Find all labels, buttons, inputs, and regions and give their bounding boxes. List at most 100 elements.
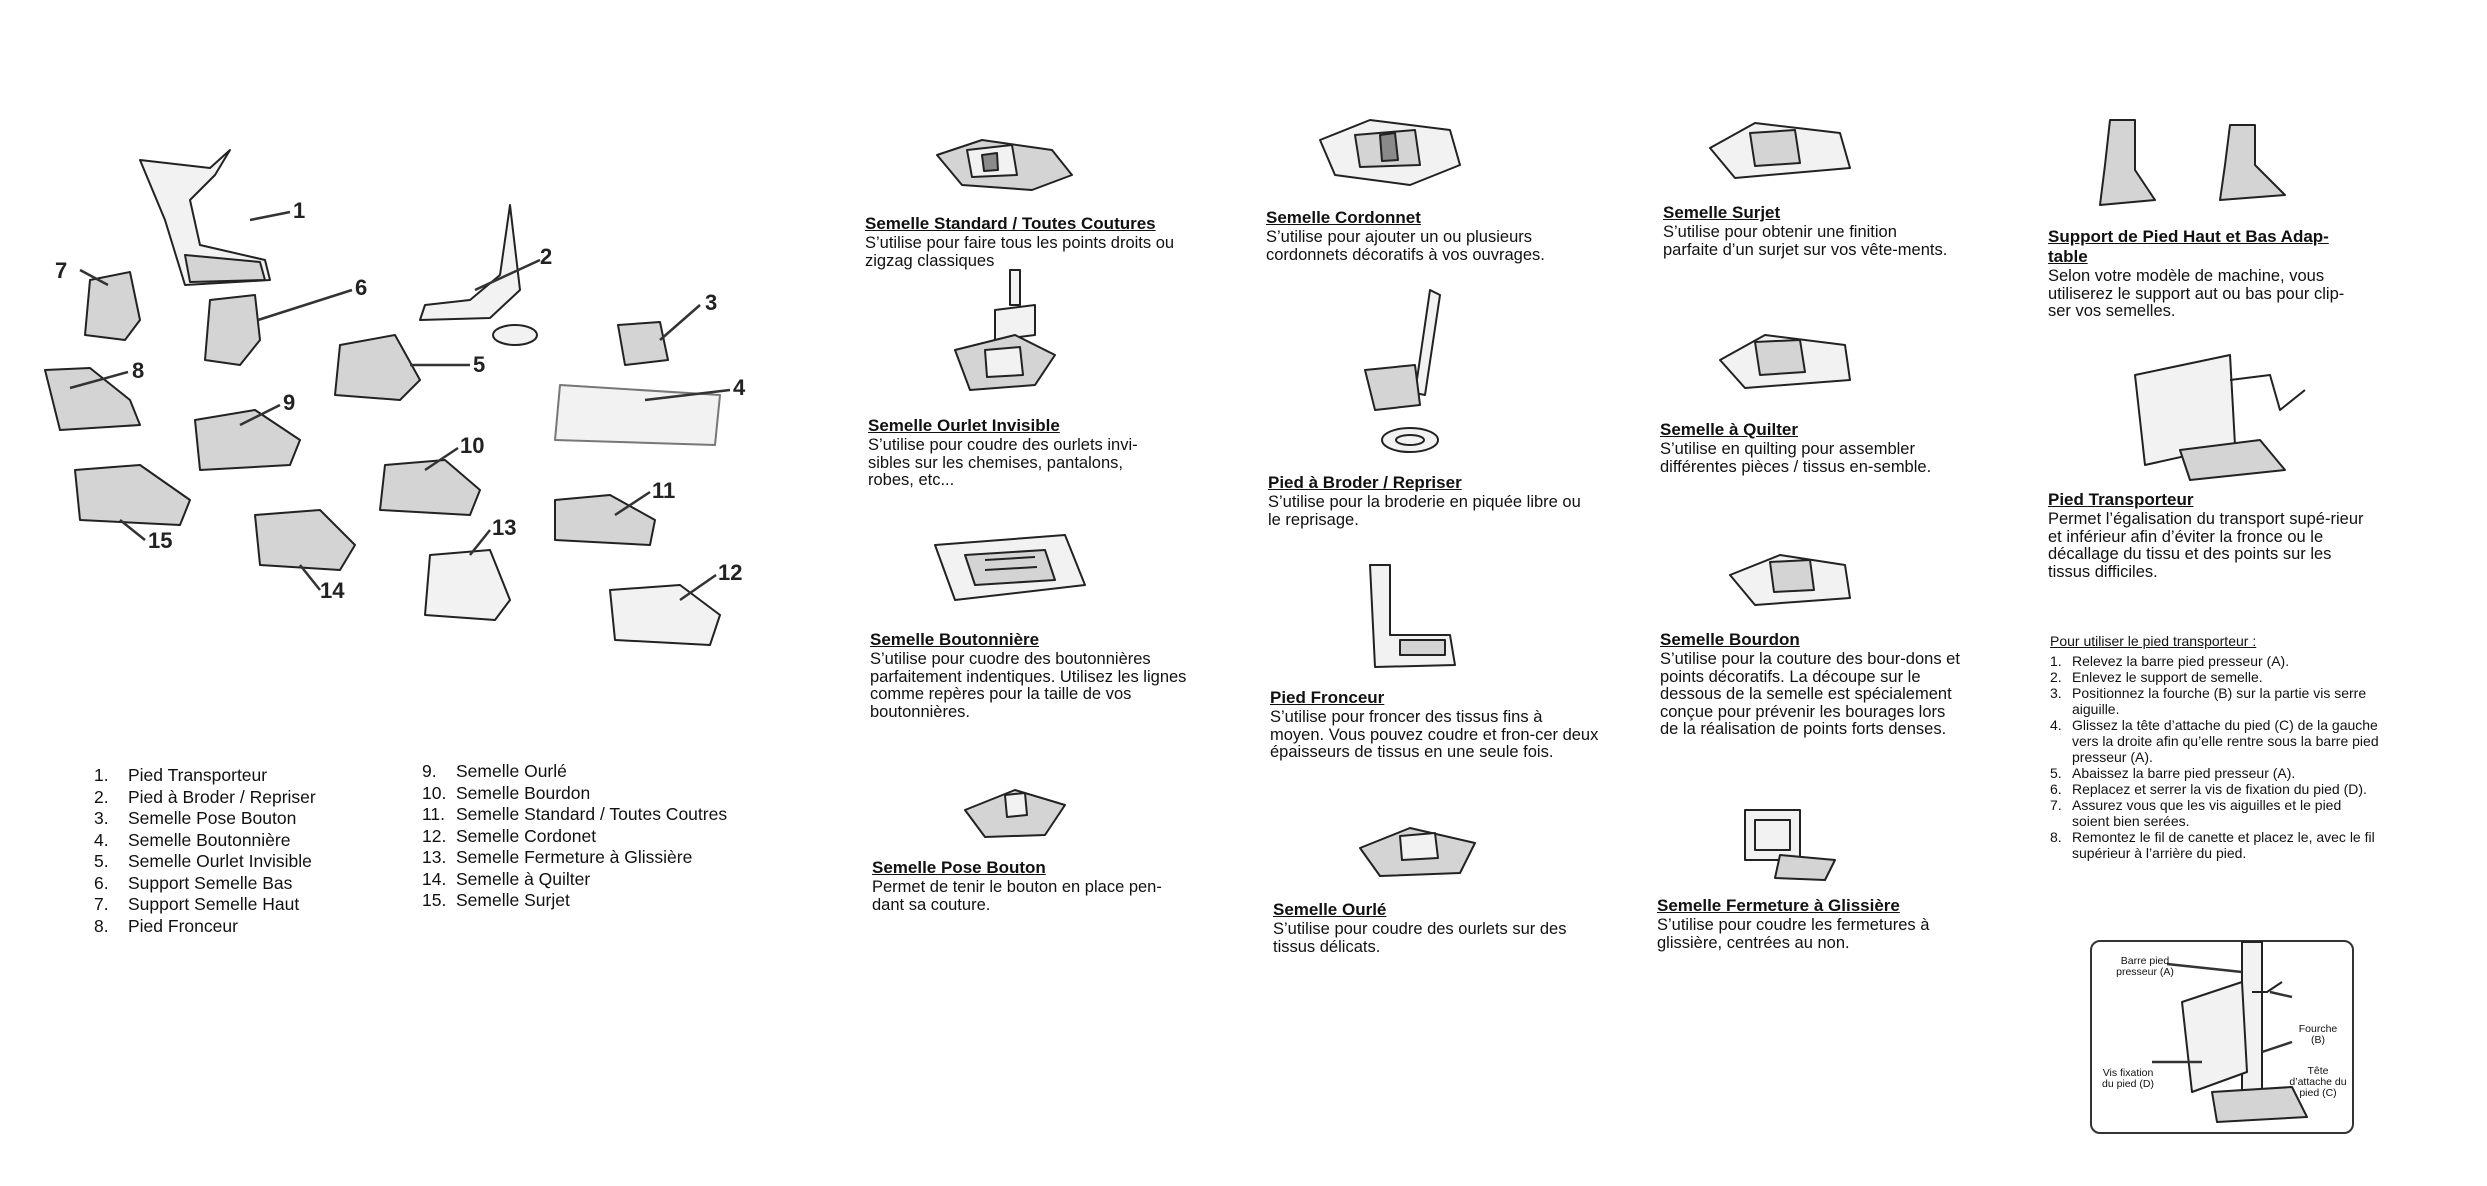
rolled-hem-foot-description: Semelle Ourlé S’utilise pour coudre des … <box>1273 900 1603 956</box>
legend-item: 10.Semelle Bourdon <box>422 782 591 803</box>
gathering-foot-body: S’utilise pour froncer des tissus fins à… <box>1270 708 1599 761</box>
label-fork: Fourche (B) <box>2298 1023 2338 1046</box>
callout-11: 11 <box>652 478 675 503</box>
satin-stitch-foot-title: Semelle Bourdon <box>1660 630 1800 649</box>
cording-foot-description: Semelle Cordonnet S’utilise pour ajouter… <box>1266 208 1596 264</box>
instruction-step: 3.Positionnez la fourche (B) sur la part… <box>2050 685 2367 717</box>
darning-foot-title: Pied à Broder / Repriser <box>1268 473 1462 492</box>
gathering-foot-illustration <box>1369 564 1456 668</box>
button-sewing-foot-title: Semelle Pose Bouton <box>872 858 1046 877</box>
walking-foot-installation-diagram: Barre pied presseur (A) Fourche (B) Tête… <box>2090 940 2354 1134</box>
overcast-foot-description: Semelle Surjet S’utilise pour obtenir un… <box>1663 203 1953 259</box>
legend-item: 11.Semelle Standard / Toutes Coutres <box>422 804 728 824</box>
buttonhole-foot-description: Semelle Boutonnière S’utilise pour cuodr… <box>870 630 1200 721</box>
callout-14: 14 <box>320 578 345 603</box>
callout-4: 4 <box>733 375 746 400</box>
standard-foot-description: Semelle Standard / Toutes Coutures S’uti… <box>865 214 1195 270</box>
walking-foot-illustration <box>2134 354 2306 481</box>
callout-9: 9 <box>283 390 295 415</box>
walking-foot-instructions: Pour utiliser le pied transporteur : 1.R… <box>2050 632 2380 861</box>
feet-assortment-illustration: 1 2 3 4 5 6 7 8 9 10 11 12 13 14 15 <box>44 149 746 646</box>
buttonhole-foot-body: S’utilise pour cuodre des boutonnières p… <box>870 650 1187 721</box>
walking-foot-description: Pied Transporteur Permet l’égalisation d… <box>2048 490 2378 581</box>
legend-item: 9.Semelle Ourlé <box>422 761 567 781</box>
legend-item: 7.Support Semelle Haut <box>94 894 300 914</box>
quilting-foot-description: Semelle à Quilter S’utilise en quilting … <box>1660 420 1960 476</box>
callout-8: 8 <box>132 358 144 383</box>
cording-foot-title: Semelle Cordonnet <box>1266 208 1421 227</box>
overcast-foot-illustration <box>1709 122 1851 179</box>
gathering-foot-title: Pied Fronceur <box>1270 688 1385 707</box>
legend-item: 5.Semelle Ourlet Invisible <box>94 851 312 871</box>
satin-stitch-foot-illustration <box>1729 554 1851 606</box>
callout-13: 13 <box>492 515 516 540</box>
legend-item: 8.Pied Fronceur <box>94 915 238 936</box>
legend-item: 14.Semelle à Quilter <box>422 868 591 889</box>
legend-item: 13.Semelle Fermeture à Glissière <box>422 847 693 867</box>
legend-item: 6.Support Semelle Bas <box>94 872 293 893</box>
legend-item: 15.Semelle Surjet <box>422 890 570 910</box>
overcast-foot-body: S’utilise pour obtenir une finition parf… <box>1663 223 1948 259</box>
callout-5: 5 <box>473 352 485 377</box>
rolled-hem-foot-body: S’utilise pour coudre des ourlets sur de… <box>1273 920 1567 956</box>
callout-6: 6 <box>355 275 367 300</box>
instruction-step: 1.Relevez la barre pied presseur (A). <box>2050 653 2290 669</box>
satin-stitch-foot-description: Semelle Bourdon S’utilise pour la coutur… <box>1660 630 1960 739</box>
callout-10: 10 <box>460 433 484 458</box>
zipper-foot-body: S’utilise pour coudre les fermetures à g… <box>1657 916 1930 952</box>
satin-stitch-foot-body: S’utilise pour la couture des bour-dons … <box>1660 650 1960 738</box>
blind-hem-foot-title: Semelle Ourlet Invisible <box>868 416 1060 435</box>
instruction-step: 5.Abaissez la barre pied presseur (A). <box>2050 765 2296 781</box>
installation-drawing <box>2152 941 2308 1123</box>
instruction-step: 6.Replacez et serrer la vis de fixation … <box>2050 781 2367 797</box>
shank-holders-illustration <box>2099 119 2286 206</box>
walking-foot-title: Pied Transporteur <box>2048 490 2194 509</box>
standard-foot-body: S’utilise pour faire tous les points dro… <box>865 234 1175 270</box>
label-presser-bar: Barre pied presseur (A) <box>2116 955 2174 978</box>
callout-2: 2 <box>540 244 552 269</box>
legend-column-1: 1.Pied Transporteur 2.Pied à Broder / Re… <box>94 765 414 937</box>
button-sewing-foot-body: Permet de tenir le bouton en place pen-d… <box>872 878 1162 914</box>
callout-3: 3 <box>705 290 717 315</box>
shank-holder-title: Support de Pied Haut et Bas Adap-table <box>2048 227 2329 266</box>
shank-holder-description: Support de Pied Haut et Bas Adap-table S… <box>2048 227 2358 321</box>
quilting-foot-body: S’utilise en quilting pour assembler dif… <box>1660 440 1932 476</box>
buttonhole-foot-title: Semelle Boutonnière <box>870 630 1040 649</box>
darning-foot-body: S’utilise pour la broderie en piquée lib… <box>1268 493 1581 529</box>
callout-1: 1 <box>293 198 305 223</box>
blind-hem-foot-body: S’utilise pour coudre des ourlets invi-s… <box>868 436 1138 489</box>
zipper-foot-description: Semelle Fermeture à Glissière S’utilise … <box>1657 896 1987 952</box>
cording-foot-body: S’utilise pour ajouter un ou plusieurs c… <box>1266 228 1545 264</box>
instructions-header: Pour utiliser le pied transporteur : <box>2050 633 2257 649</box>
standard-foot-title: Semelle Standard / Toutes Coutures <box>865 214 1156 233</box>
legend-column-2: 9.Semelle Ourlé 10.Semelle Bourdon 11.Se… <box>422 761 782 912</box>
button-sewing-foot-illustration <box>964 789 1066 838</box>
darning-foot-illustration <box>1364 289 1441 453</box>
instruction-step: 7.Assurez vous que les vis aiguilles et … <box>2050 797 2342 829</box>
callout-7: 7 <box>55 258 67 283</box>
blind-hem-foot-description: Semelle Ourlet Invisible S’utilise pour … <box>868 416 1168 490</box>
quilting-foot-title: Semelle à Quilter <box>1660 420 1798 439</box>
legend-item: 4.Semelle Boutonnière <box>94 829 291 850</box>
legend-item: 2.Pied à Broder / Repriser <box>94 786 316 807</box>
walking-foot-body: Permet l’égalisation du transport supé-r… <box>2048 510 2364 581</box>
callout-12: 12 <box>718 560 742 585</box>
instruction-step: 8.Remontez le fil de canette et placez l… <box>2050 829 2375 861</box>
gathering-foot-description: Pied Fronceur S’utilise pour froncer des… <box>1270 688 1600 762</box>
shank-holder-body: Selon votre modèle de machine, vous util… <box>2048 267 2345 320</box>
blind-hem-foot-illustration <box>954 269 1056 391</box>
standard-foot-illustration <box>936 139 1073 191</box>
cording-foot-illustration <box>1319 119 1461 186</box>
buttonhole-foot-illustration <box>934 534 1086 601</box>
legend-item: 3.Semelle Pose Bouton <box>94 808 297 828</box>
callout-15: 15 <box>148 528 172 553</box>
label-foot-attachment: Tête d’attache du pied (C) <box>2289 1065 2347 1099</box>
zipper-foot-title: Semelle Fermeture à Glissière <box>1657 896 1900 915</box>
legend-item: 1.Pied Transporteur <box>94 765 268 785</box>
darning-foot-description: Pied à Broder / Repriser S’utilise pour … <box>1268 473 1598 529</box>
instruction-step: 2.Enlevez le support de semelle. <box>2050 669 2263 685</box>
label-foot-screw: Vis fixation du pied (D) <box>2102 1067 2154 1090</box>
zipper-foot-illustration <box>1744 809 1836 881</box>
legend-item: 12.Semelle Cordonet <box>422 825 597 846</box>
rolled-hem-foot-illustration <box>1359 827 1476 877</box>
